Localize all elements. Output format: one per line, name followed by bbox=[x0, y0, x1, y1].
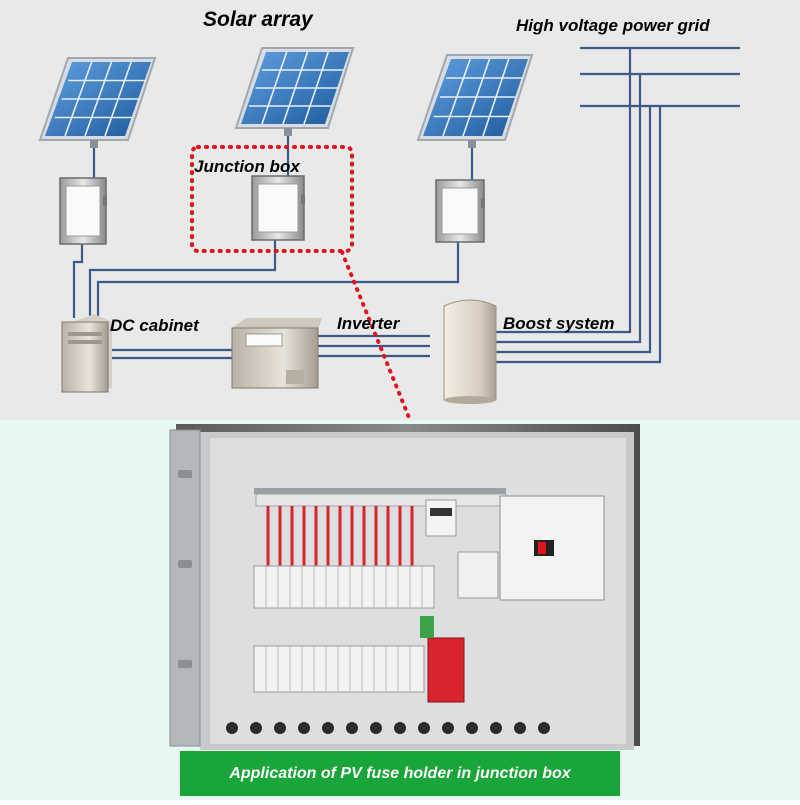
junction-box-center bbox=[251, 175, 305, 241]
solar-panel-center bbox=[234, 47, 355, 136]
photo-caption: Application of PV fuse holder in junctio… bbox=[229, 764, 571, 782]
label-dc-cabinet: DC cabinet bbox=[110, 316, 199, 335]
dc-cabinet bbox=[61, 314, 112, 393]
junction-box-right bbox=[435, 179, 485, 243]
junction-box-left bbox=[59, 177, 107, 245]
dc-wiring bbox=[72, 136, 474, 360]
label-high-voltage-grid: High voltage power grid bbox=[516, 16, 710, 35]
label-junction-box: Junction box bbox=[194, 157, 300, 176]
solar-panel-right bbox=[416, 54, 534, 148]
highlight-dotted-frame bbox=[190, 145, 412, 422]
label-boost-system: Boost system bbox=[503, 314, 615, 333]
label-inverter: Inverter bbox=[337, 314, 400, 333]
caption-bar-background bbox=[180, 751, 620, 796]
boost-transformer bbox=[443, 299, 497, 404]
label-solar-array: Solar array bbox=[203, 8, 313, 31]
photo-caption-bar: Application of PV fuse holder in junctio… bbox=[180, 751, 620, 796]
solar-panel-left bbox=[38, 57, 157, 148]
ac-grid-wiring bbox=[494, 46, 740, 364]
junction-box-photo bbox=[169, 424, 640, 750]
inverter-unit bbox=[231, 318, 322, 389]
